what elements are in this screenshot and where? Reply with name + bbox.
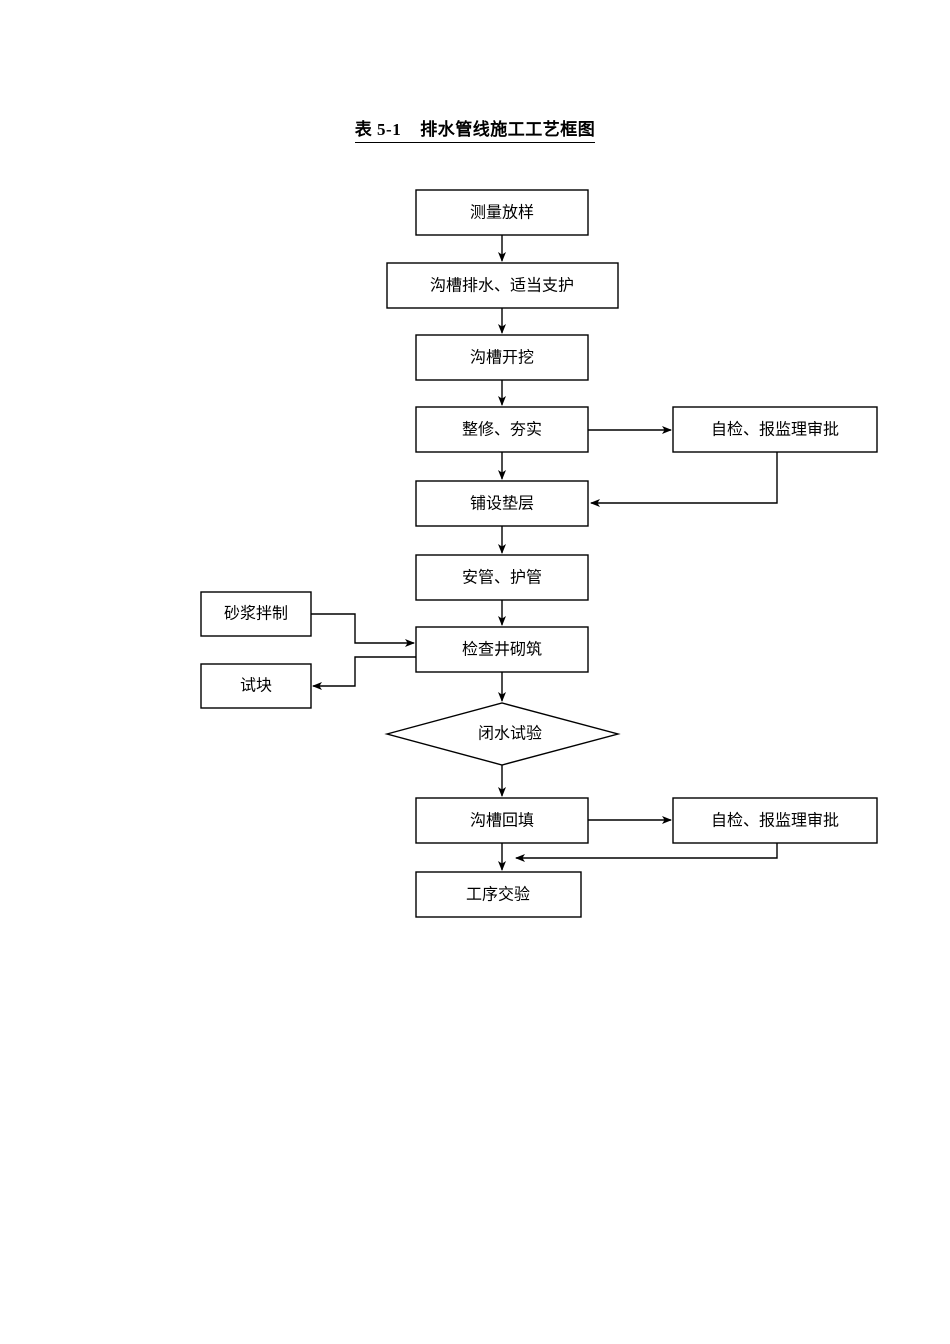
node-self-inspection-1[interactable]: 自检、报监理审批 <box>672 406 878 453</box>
node-pipe-install[interactable]: 安管、护管 <box>415 554 589 601</box>
edges-layer <box>311 235 778 871</box>
edge-inspect2-to-handover <box>515 843 778 862</box>
node-bedding-layer-box[interactable] <box>415 480 589 527</box>
node-survey[interactable]: 测量放样 <box>415 189 589 236</box>
node-trench-excavation-label: 沟槽开挖 <box>470 349 534 367</box>
node-trench-excavation-box[interactable] <box>415 334 589 381</box>
node-trench-backfill[interactable]: 沟槽回填 <box>415 797 589 844</box>
node-manhole-masonry[interactable]: 检查井砌筑 <box>415 626 589 673</box>
node-water-tightness-test-label: 闭水试验 <box>478 725 542 743</box>
node-self-inspection-2-label: 自检、报监理审批 <box>711 812 839 830</box>
node-dewater-support[interactable]: 沟槽排水、适当支护 <box>386 262 619 309</box>
node-self-inspection-2[interactable]: 自检、报监理审批 <box>672 797 878 844</box>
node-trench-backfill-label: 沟槽回填 <box>470 812 534 830</box>
node-survey-box[interactable] <box>415 189 589 236</box>
node-mortar-mixing-box[interactable] <box>200 591 312 637</box>
node-mortar-mixing[interactable]: 砂浆拌制 <box>200 591 312 637</box>
node-process-handover-label: 工序交验 <box>466 886 530 904</box>
node-trim-compact[interactable]: 整修、夯实 <box>415 406 589 453</box>
node-trim-compact-label: 整修、夯实 <box>462 421 542 439</box>
node-trench-backfill-box[interactable] <box>415 797 589 844</box>
node-water-tightness-test[interactable]: 闭水试验 <box>384 702 621 766</box>
node-dewater-support-box[interactable] <box>386 262 619 309</box>
node-test-block[interactable]: 试块 <box>200 663 312 709</box>
node-mortar-mixing-label: 砂浆拌制 <box>224 605 288 623</box>
node-self-inspection-2-box[interactable] <box>672 797 878 844</box>
node-dewater-support-label: 沟槽排水、适当支护 <box>430 277 574 295</box>
node-manhole-masonry-label: 检查井砌筑 <box>462 641 542 659</box>
edge-manhole-to-testblock <box>312 656 416 690</box>
node-pipe-install-label: 安管、护管 <box>462 569 542 587</box>
node-pipe-install-box[interactable] <box>415 554 589 601</box>
page-title: 表 5-1 排水管线施工工艺框图 <box>0 115 950 143</box>
page-title-text: 表 5-1 排水管线施工工艺框图 <box>354 115 596 143</box>
node-bedding-layer-label: 铺设垫层 <box>470 495 534 513</box>
node-manhole-masonry-box[interactable] <box>415 626 589 673</box>
node-water-tightness-test-diamond[interactable] <box>384 702 621 766</box>
node-survey-label: 测量放样 <box>470 204 534 222</box>
node-test-block-label: 试块 <box>240 677 272 695</box>
edge-inspect1-to-bedding <box>590 452 778 507</box>
node-trench-excavation[interactable]: 沟槽开挖 <box>415 334 589 381</box>
node-bedding-layer[interactable]: 铺设垫层 <box>415 480 589 527</box>
edge-mortar-to-manhole <box>311 613 415 647</box>
node-trim-compact-box[interactable] <box>415 406 589 453</box>
node-test-block-box[interactable] <box>200 663 312 709</box>
node-process-handover[interactable]: 工序交验 <box>415 871 582 918</box>
node-process-handover-box[interactable] <box>415 871 582 918</box>
node-self-inspection-1-box[interactable] <box>672 406 878 453</box>
node-self-inspection-1-label: 自检、报监理审批 <box>711 421 839 439</box>
